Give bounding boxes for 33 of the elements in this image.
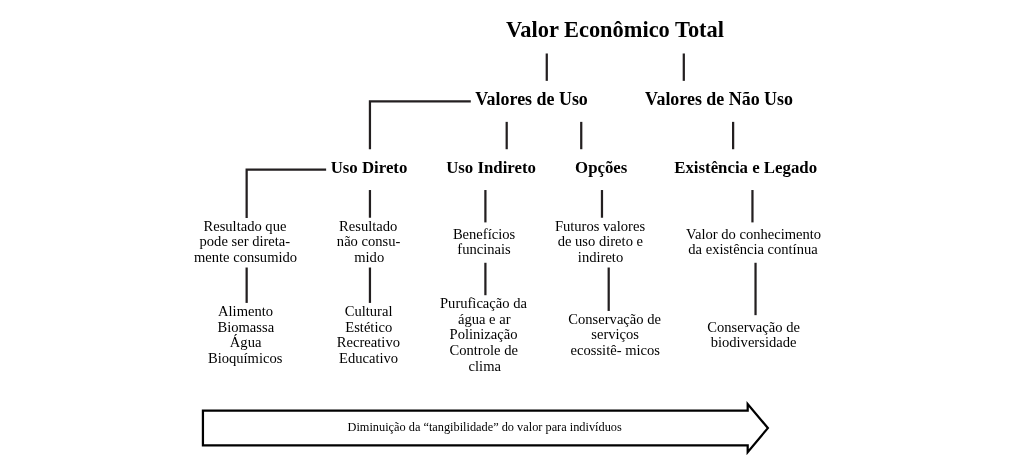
node-text: Valores de Uso	[474, 88, 588, 109]
connector	[245, 267, 248, 303]
node-text: Futuros valores de uso direto e indireto	[554, 217, 645, 266]
connector	[682, 53, 685, 81]
node-text: Valores de Não Uso	[644, 88, 793, 109]
node-text: Alimento Biomassa Água Bioquímicos	[207, 302, 282, 366]
connector	[607, 267, 610, 311]
node-text: Conservação de serviços ecossitê- micos	[567, 310, 661, 359]
connector	[579, 121, 582, 150]
connector	[731, 121, 734, 150]
connector	[600, 190, 603, 218]
node-text: Existência e Legado	[673, 157, 817, 177]
connector	[368, 100, 471, 150]
node-text: Purufìcação da água e ar Polinização Controle de clima	[439, 295, 527, 374]
node-text: Uso Indireto	[445, 157, 536, 177]
connector	[753, 262, 757, 316]
node-text: Conservação de biodiversidade	[706, 318, 800, 351]
connector	[245, 168, 326, 218]
node-text: Opções	[574, 157, 627, 177]
connector	[750, 190, 754, 223]
connector	[483, 262, 486, 296]
connector	[368, 190, 371, 218]
node-text: Resultado que pode ser direta- mente consumido	[193, 217, 297, 266]
node-text: Uso Direto	[330, 157, 407, 177]
connector	[505, 121, 508, 150]
connector	[368, 267, 371, 303]
node-text: Benefícios funcinais	[452, 225, 515, 258]
connector	[483, 190, 486, 223]
node-text: Resultado não consu- mido	[336, 217, 400, 266]
connector	[545, 53, 548, 81]
node-text: Valor do conhecimento da existência contínua	[685, 225, 821, 258]
node-text: Cultural Estético Recreativo Educativo	[336, 302, 400, 366]
node-text: Valor Econômico Total	[505, 17, 724, 43]
